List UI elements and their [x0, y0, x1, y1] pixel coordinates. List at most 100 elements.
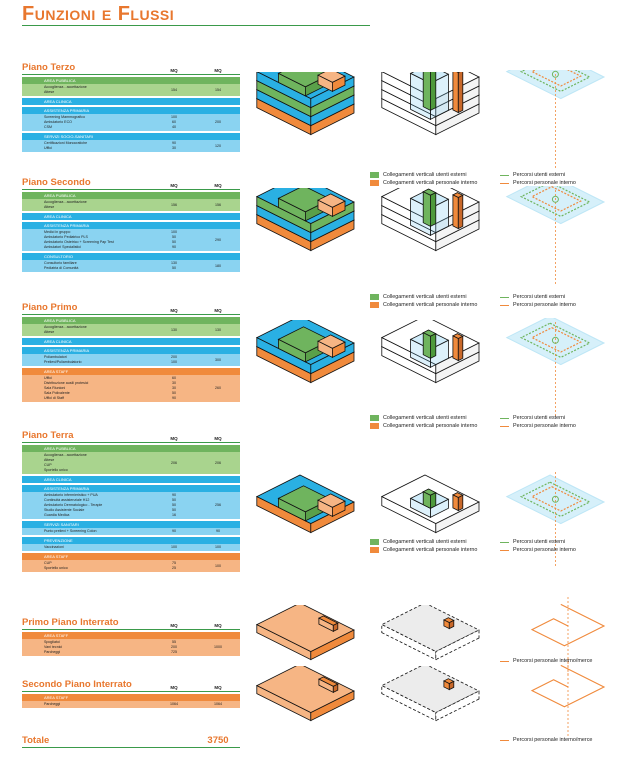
basement-wire-plate	[380, 666, 480, 714]
item-mq: 50	[172, 508, 176, 512]
group-total: 300	[215, 357, 221, 362]
legend-entry: Percorsi personale interno/merce	[500, 658, 592, 664]
group-total-column: 100	[196, 564, 240, 569]
paths-diagram	[505, 186, 606, 286]
item-mq: 50	[172, 266, 176, 270]
group-total: 1000	[214, 645, 222, 649]
item-mq: 200	[171, 645, 177, 649]
item-mq: 25	[172, 566, 176, 570]
legend-entry: Percorsi utenti esterni	[500, 415, 565, 421]
item-mq: 156	[171, 202, 177, 207]
basement-wire-diagram	[380, 605, 480, 661]
legend-entry: Percorsi personale interno	[500, 180, 576, 186]
legend-line	[500, 739, 509, 741]
external-path	[519, 481, 591, 518]
item-name: Uffici	[44, 376, 52, 380]
item-mq: 50	[172, 235, 176, 239]
item-name: Punto prelievi + Screening Colon	[44, 529, 97, 533]
group-total: 1064	[214, 702, 222, 706]
mq-header: MQ	[170, 623, 178, 628]
basement-wire-front	[381, 684, 437, 722]
item-mq: 30	[172, 381, 176, 385]
basement-core-side	[332, 622, 339, 632]
building-massing-diagram	[255, 474, 355, 534]
group-header: ASSISTENZA PRIMARIA	[22, 347, 240, 354]
path-node	[551, 495, 559, 503]
group-label: AREA CLINICA	[44, 214, 72, 219]
group-total: 156	[215, 202, 221, 207]
legend-line	[500, 417, 509, 419]
group-total-column: 156	[196, 203, 240, 208]
legend-label: Percorsi utenti esterni	[513, 539, 566, 545]
item-name: Guardia Medica	[44, 513, 70, 517]
basement-massing-diagram	[255, 666, 355, 722]
external-lift-side	[430, 332, 437, 359]
item-name: Distribuzione ausili protesici	[44, 381, 89, 385]
item-name: Attese	[44, 205, 55, 209]
staff-block-side	[332, 341, 346, 359]
mq-header: MQ	[214, 685, 222, 690]
item-name: Medici in gruppo	[44, 230, 71, 234]
group-header: AREA STAFF	[22, 694, 240, 701]
legend-swatch	[370, 294, 379, 300]
total-row: Totale 3750	[22, 735, 240, 748]
item-list: Punto prelievi + Screening Colon	[22, 528, 152, 535]
external-path	[519, 70, 591, 93]
group-total: 100	[215, 545, 221, 549]
legend-line	[500, 304, 509, 306]
legend-label: Collegamenti verticali personale interno	[383, 547, 478, 553]
mq-header: MQ	[170, 308, 178, 313]
internal-lift-front	[452, 72, 459, 114]
group-label: AREA CLINICA	[44, 99, 72, 104]
basement-massing-diagram	[255, 605, 355, 661]
legend-swatch	[370, 415, 379, 421]
group-label: PREVENZIONE	[44, 538, 73, 543]
legend-label: Collegamenti verticali personale interno	[383, 302, 478, 308]
group-label: AREA STAFF	[44, 633, 69, 638]
item-name: Poliambulatori	[44, 355, 67, 359]
internal-lift-front	[452, 194, 459, 230]
item-mq: 90	[172, 396, 176, 400]
item-name: Pediatria di Comunità	[44, 266, 79, 270]
group-label: ASSISTENZA PRIMARIA	[44, 223, 90, 228]
mq-header: MQ	[170, 436, 178, 441]
legend-entry: Collegamenti verticali utenti esterni	[370, 539, 467, 545]
item-name: Sportello unico	[44, 468, 68, 472]
item-mq: 130	[171, 327, 177, 332]
legend-entry: Percorsi utenti esterni	[500, 294, 565, 300]
legend-entry: Collegamenti verticali personale interno	[370, 423, 477, 429]
group-header: AREA PUBBLICA	[22, 77, 240, 84]
legend-swatch	[370, 539, 379, 545]
item-mq: 50	[172, 503, 176, 507]
item-list: Parcheggi	[22, 701, 152, 708]
item-name: Ambulatori Specialistici	[44, 245, 81, 249]
legend-label: Percorsi personale interno	[513, 302, 576, 308]
basement-core-side	[332, 683, 339, 693]
title-divider	[22, 25, 370, 26]
paths-diagram	[505, 70, 606, 170]
group-label: ASSISTENZA PRIMARIA	[44, 348, 90, 353]
item-name: Studio Assistente Sociale	[44, 508, 85, 512]
item-mq: 50	[172, 240, 176, 244]
item-mq: 40	[172, 125, 176, 129]
mq-header: MQ	[170, 68, 178, 73]
item-mq: 100	[171, 230, 177, 234]
